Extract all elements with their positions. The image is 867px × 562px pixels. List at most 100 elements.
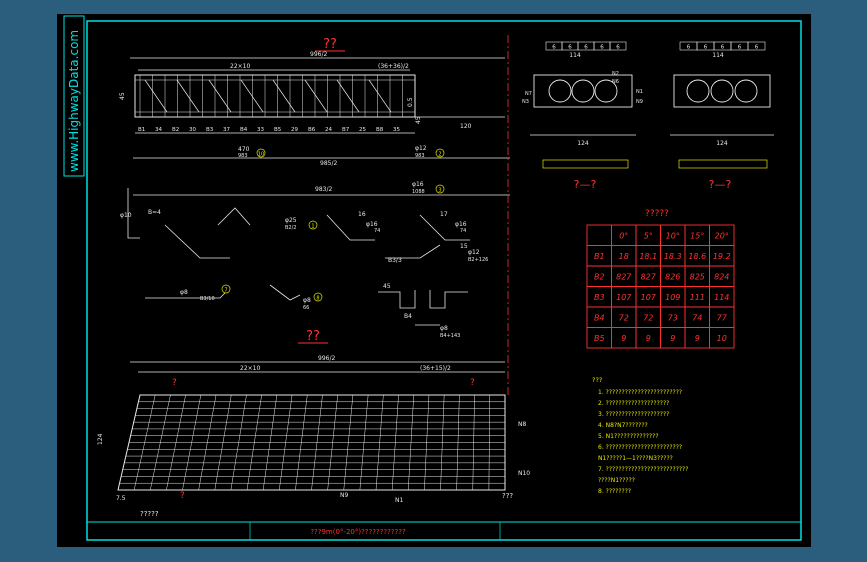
- bent-e-label: B3/3: [388, 257, 402, 264]
- bent-f-sub: B2+126: [468, 257, 488, 263]
- plan-n9: N9: [340, 492, 348, 499]
- diagonal-bar: [272, 79, 296, 113]
- section-cell-label: 6: [616, 45, 620, 51]
- note-line: 3. ????????????????????: [598, 411, 669, 418]
- section-a-n9: N9: [636, 99, 643, 105]
- table-cell-text: 9: [670, 334, 675, 343]
- elev-dim-spacing2-label: (36+36)/2: [378, 63, 409, 70]
- diagonal-bar: [144, 79, 168, 113]
- section-a-top: 114: [569, 52, 581, 59]
- bent-bar-b: [217, 207, 251, 226]
- bent-bar-d: [419, 214, 470, 241]
- elev-b-label: 29: [291, 127, 298, 133]
- table-cell-text: 15°: [690, 232, 704, 241]
- section-cell-label: 6: [721, 45, 725, 51]
- table-cell-text: 18: [619, 252, 629, 261]
- u-stirrup-label: 45: [383, 283, 391, 290]
- bent-b-marker: [308, 220, 318, 230]
- table-cell-text: 825: [690, 273, 705, 282]
- table-cell-text: 72: [619, 314, 629, 323]
- section-cell: [747, 41, 766, 51]
- note-line: 6. ????????????????????????: [598, 444, 682, 451]
- hook-label: φ10: [120, 212, 132, 219]
- hook-radius: B=4: [148, 209, 161, 216]
- plan-n1: N1: [395, 497, 403, 504]
- table-cell-text: B1: [594, 252, 605, 261]
- section-b-ticks: [678, 159, 768, 169]
- note-line: 5. N1??????????????: [598, 433, 659, 440]
- section-cell-label: 6: [600, 45, 604, 51]
- table-cell-text: 20°: [715, 232, 729, 241]
- plan-view: ?? 996/2 22×10 (36+15)/2 124 7.5 N8 N9 N…: [97, 329, 530, 518]
- bent-f-label: φ12: [468, 249, 480, 256]
- elev-b-label: B4: [240, 127, 248, 133]
- note-line: 4. N8?N7???????: [598, 422, 648, 429]
- table-cell-text: 111: [690, 293, 705, 302]
- section-cell-label: 6: [704, 45, 708, 51]
- bar-7-label: φ8: [180, 289, 188, 296]
- table-cell-text: 74: [692, 314, 702, 323]
- bar-3-num: 3: [438, 188, 441, 194]
- bar-2-num: 2: [438, 152, 441, 158]
- plan-left-label: 7.5: [116, 495, 126, 502]
- plan-cut-bottom: ?: [180, 491, 185, 501]
- u-stirrup: [378, 290, 468, 309]
- elev-b-label: B2: [172, 127, 179, 133]
- table-cell-text: 109: [665, 293, 680, 302]
- bent-d-label: φ16: [455, 221, 467, 228]
- bar-1-sub: 983: [238, 153, 248, 159]
- section-b-bottom: 124: [716, 140, 728, 147]
- diagonal-bar: [336, 79, 360, 113]
- section-a-bottom: 124: [577, 140, 589, 147]
- section-a-n1: N1: [636, 89, 643, 95]
- bar-8-marker: [313, 292, 323, 302]
- section-a-n2: N2: [612, 71, 619, 77]
- bar-8-sub: 66: [303, 305, 309, 311]
- section-cell-label: 6: [568, 45, 572, 51]
- section-b-top: 114: [712, 52, 724, 59]
- elev-end-label: 120: [460, 123, 472, 130]
- bar-3-sub: 1088: [412, 189, 425, 195]
- table-cell-text: 77: [717, 314, 728, 323]
- bar-b4-label: φ8: [440, 325, 448, 332]
- table-cell-text: 19.2: [713, 252, 731, 261]
- table-cell-text: 114: [714, 293, 729, 302]
- rebar-details: 470 983 10 985/2 φ12 983 2 983/2 φ16 108…: [120, 145, 510, 339]
- skew-mark-right-label: ???: [502, 492, 513, 500]
- plan-mesh: [117, 394, 506, 491]
- section-a-outline: [533, 74, 633, 108]
- table-cell-text: 9: [695, 334, 700, 343]
- elev-dim-total-label: 996/2: [310, 51, 327, 58]
- elev-small-label: 0.5: [407, 97, 414, 107]
- elev-b-label: B5: [274, 127, 282, 133]
- table-cell-text: B4: [594, 314, 605, 323]
- plan-dim-spacing-label: 22×10: [240, 365, 260, 372]
- section-a-ticks: [542, 159, 629, 169]
- table-cell-text: 0°: [619, 232, 628, 241]
- elev-b-label: 30: [189, 127, 196, 133]
- elev-b-label: 34: [155, 127, 162, 133]
- table-cell-text: 18.6: [688, 252, 706, 261]
- plan-n10: N10: [518, 470, 530, 477]
- bar-1-dim: 985/2: [320, 160, 337, 167]
- plan-dim-spacing2-label: (36+15)/2: [420, 365, 451, 372]
- table-cell-text: 5°: [644, 232, 653, 241]
- bar-7-marker: [221, 284, 231, 294]
- plan-n8: N8: [518, 421, 526, 428]
- bent-c-sub: 74: [374, 228, 380, 234]
- bent-b-num: 1: [311, 224, 314, 230]
- section-a-title: ?—?: [574, 178, 597, 191]
- bent-bar-a: [164, 224, 230, 259]
- table-cell-text: 18.1: [639, 252, 657, 261]
- bent-bar-c: [326, 214, 375, 241]
- section-b-void-3: [734, 79, 758, 103]
- bent-d-sub: 74: [460, 228, 466, 234]
- bar-7-sub: B3/10: [200, 296, 215, 302]
- section-a-void-3: [594, 79, 618, 103]
- section-cell-label: 6: [687, 45, 691, 51]
- elev-b-label: B7: [342, 127, 350, 133]
